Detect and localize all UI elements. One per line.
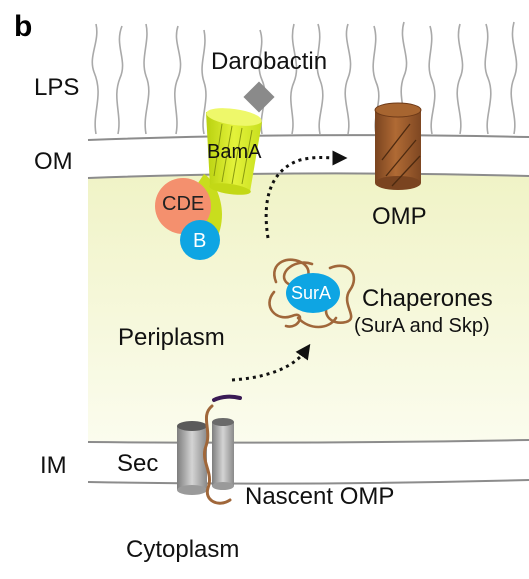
om-bottom-line [87, 172, 529, 179]
bama-barrel [206, 108, 262, 195]
darobactin-shape [243, 81, 275, 113]
sura-chaperone [286, 273, 340, 313]
omp-barrel [374, 102, 422, 190]
b-subunit [180, 220, 220, 260]
lps-label: LPS [34, 74, 80, 101]
im-label: IM [40, 452, 67, 479]
nascent-omp-label: Nascent OMP [245, 483, 395, 510]
signal-peptide [212, 394, 242, 402]
bama-label: BamA [207, 141, 262, 163]
lps-strands [91, 21, 518, 135]
im-bottom-line [87, 479, 529, 485]
b-label: B [193, 230, 207, 252]
cytoplasm-label: Cytoplasm [126, 536, 240, 563]
om-top-line [87, 134, 529, 141]
sura-label: SurA [291, 283, 332, 303]
cde-label: CDE [162, 193, 205, 215]
chaperones-label: Chaperones [362, 285, 493, 312]
omp-label: OMP [372, 203, 427, 230]
sec-translocon [177, 418, 234, 495]
im-top-line [87, 439, 529, 444]
chaperones-sublabel: (SurA and Skp) [354, 315, 490, 337]
delivery-arrow [231, 343, 311, 382]
periplasm-label: Periplasm [118, 324, 225, 351]
sec-label: Sec [117, 450, 159, 477]
darobactin-label: Darobactin [211, 48, 328, 75]
nascent-polypeptide [203, 404, 232, 505]
om-label: OM [34, 148, 73, 175]
cde-subunit [155, 178, 211, 234]
panel-label: b [14, 10, 33, 43]
